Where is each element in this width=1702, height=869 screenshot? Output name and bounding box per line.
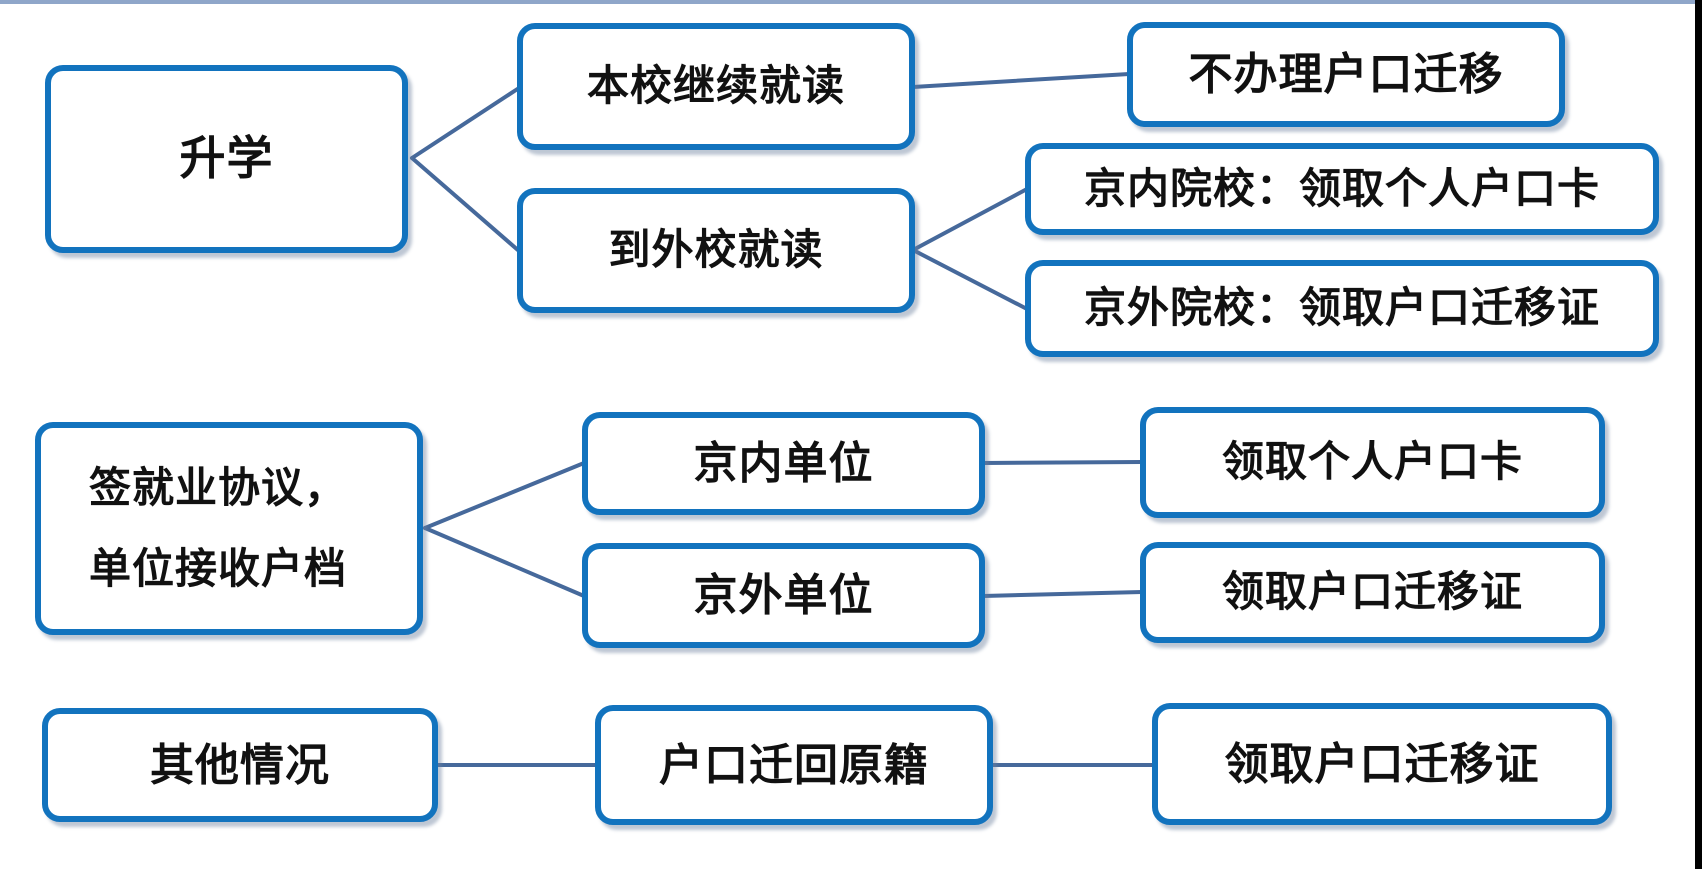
node-beijing-college: 京内院校：领取个人户口卡 (1025, 143, 1659, 235)
connector-sign-agreement-beijing-employer (423, 461, 586, 530)
node-no-hukou-transfer: 不办理户口迁移 (1127, 22, 1565, 127)
node-receive-personal-card: 领取个人户口卡 (1140, 407, 1605, 518)
node-beijing-employer: 京内单位 (582, 412, 985, 515)
connector-sign-agreement-nonbeijing-employer (423, 526, 586, 598)
connector-study-other-school-nonbeijing-college (911, 248, 1029, 311)
node-receive-transfer-cert-2: 领取户口迁移证 (1152, 703, 1612, 825)
node-sign-agreement-line2: 单位接收户档 (89, 544, 348, 592)
connector-stay-same-school-no-hukou-transfer (911, 72, 1131, 89)
node-nonbeijing-employer: 京外单位 (582, 543, 985, 648)
node-sign-agreement: 签就业协议， 单位接收户档 (35, 422, 423, 635)
node-receive-transfer-cert: 领取户口迁移证 (1140, 542, 1605, 643)
top-border-line (0, 0, 1702, 4)
connector-study-other-school-beijing-college (911, 187, 1029, 252)
node-sign-agreement-text: 签就业协议， 单位接收户档 (89, 462, 347, 595)
right-border-line (1695, 0, 1702, 869)
node-hukou-return-origin: 户口迁回原籍 (595, 705, 993, 825)
node-nonbeijing-college: 京外院校：领取户口迁移证 (1025, 260, 1659, 357)
connector-beijing-employer-receive-card (981, 460, 1144, 465)
connector-nonbeijing-employer-receive-cert (981, 590, 1144, 598)
node-further-study: 升学 (45, 65, 408, 253)
node-study-other-school: 到外校就读 (517, 188, 915, 313)
connector-further-study-study-other-school (410, 156, 521, 253)
connector-further-study-stay-same-school (410, 86, 521, 160)
node-other-cases: 其他情况 (42, 708, 438, 822)
node-stay-same-school: 本校继续就读 (517, 23, 915, 150)
node-sign-agreement-line1: 签就业协议， (89, 464, 348, 511)
